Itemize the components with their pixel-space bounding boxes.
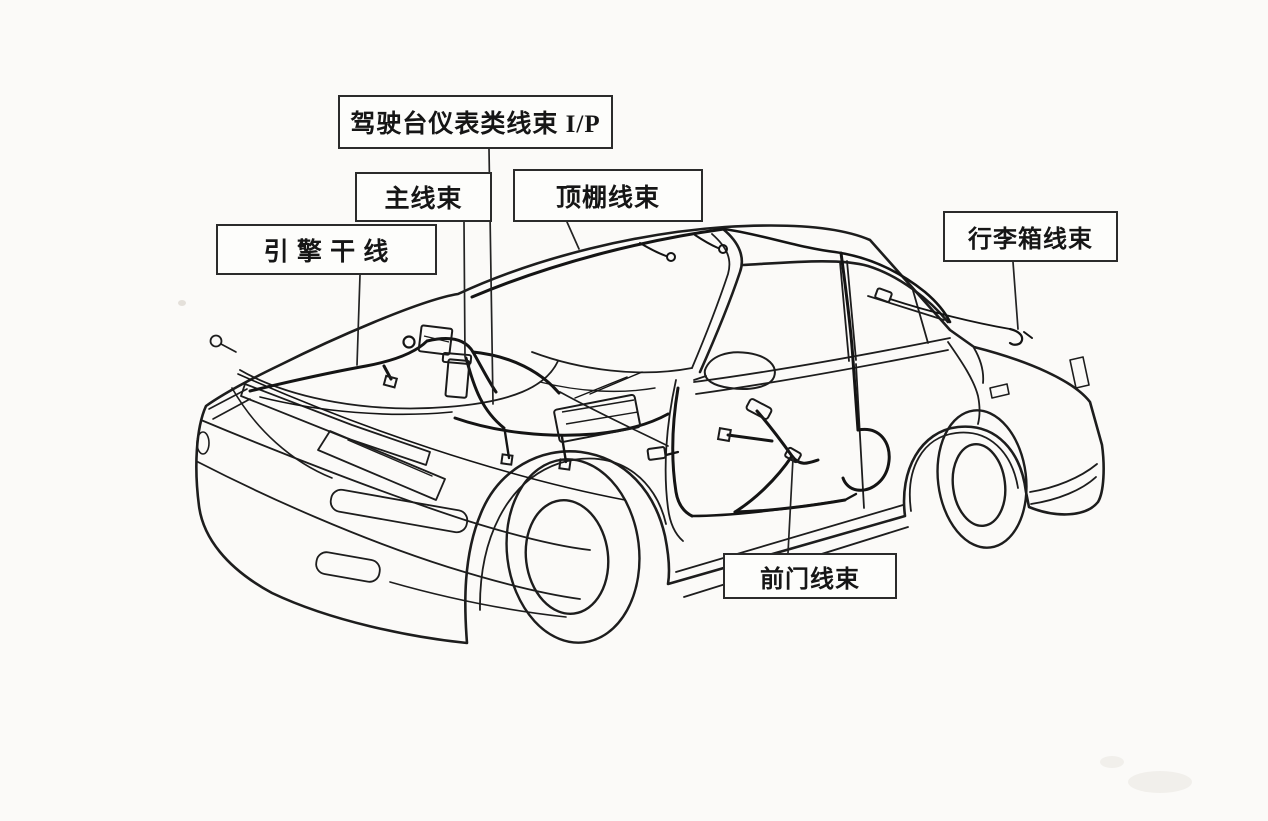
leader-roof-harness <box>566 221 580 250</box>
label-box-instrument-panel-harness: 驾驶台仪表类线束 I/P <box>338 95 613 149</box>
connector-components <box>382 287 893 471</box>
leader-main-harness <box>463 221 466 358</box>
label-text-engine-main-line: 引 擎 干 线 <box>263 238 390 266</box>
label-text-roof-harness: 顶棚线束 <box>555 184 660 212</box>
label-text-trunk-harness: 行李箱线束 <box>968 227 1093 253</box>
wheels <box>505 409 1028 644</box>
label-box-engine-main-line: 引 擎 干 线 <box>216 224 437 275</box>
label-box-roof-harness: 顶棚线束 <box>513 169 703 222</box>
label-box-trunk-harness: 行李箱线束 <box>943 211 1118 262</box>
label-box-front-door-harness: 前门线束 <box>723 553 897 599</box>
paper-smudges <box>178 300 1192 793</box>
leader-trunk-harness <box>1012 261 1019 330</box>
label-box-main-harness: 主线束 <box>355 172 492 222</box>
car-body-outline <box>195 224 1105 645</box>
label-text-front-door-harness: 前门线束 <box>760 566 860 593</box>
label-text-main-harness: 主线束 <box>384 186 463 213</box>
label-text-instrument-panel-harness: 驾驶台仪表类线束 I/P <box>350 111 601 138</box>
leader-engine-line <box>356 274 361 366</box>
leader-front-door <box>787 457 794 554</box>
